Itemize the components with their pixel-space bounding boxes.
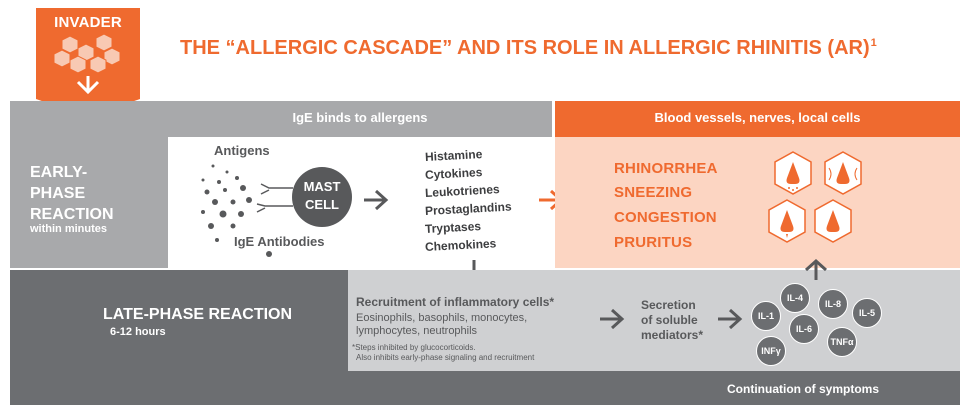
continuation-label: Continuation of symptoms [727, 382, 879, 396]
mediator-item: Cytokines [424, 165, 483, 182]
recruitment-title: Recruitment of inflammatory cells* [356, 295, 555, 309]
nose-symptom-icons [768, 151, 862, 243]
secretion-label: Secretion of soluble mediators* [641, 298, 704, 342]
symptoms-panel [555, 137, 960, 268]
interleukin-badge: IL-6 [789, 314, 819, 344]
mediator-item: Tryptases [424, 219, 482, 236]
invader-label: INVADER [54, 14, 122, 31]
invader-badge: INVADER [36, 8, 140, 99]
right-arrow-icon [364, 189, 389, 211]
ige-antibodies-label: IgE Antibodies [234, 234, 325, 249]
mediator-item: Histamine [424, 147, 483, 164]
interleukin-badge: IL-8 [818, 289, 848, 319]
mast-cell [292, 167, 352, 227]
early-phase-sub: within minutes [30, 223, 107, 235]
blood-vessels-header-text: Blood vessels, nerves, local cells [654, 110, 861, 125]
antigens-label: Antigens [214, 143, 270, 158]
late-phase-label: LATE-PHASE REACTION [103, 306, 293, 323]
up-arrow-icon [804, 258, 828, 280]
allergen-cluster-icon [53, 34, 121, 74]
symptom-item: CONGESTION [614, 209, 717, 226]
right-arrow-icon [718, 308, 743, 330]
footnote: *Steps inhibited by glucocorticoids. [352, 343, 476, 352]
symptom-item: PRURITUS [614, 234, 693, 251]
interleukin-badge: INFγ [756, 336, 786, 366]
antigen-dots [201, 164, 293, 257]
symptom-item: RHINORRHEA [614, 160, 718, 177]
page-title: THE “ALLERGIC CASCADE” AND ITS ROLE IN A… [180, 37, 877, 59]
early-phase-label: EARLY- PHASE REACTION [30, 164, 114, 223]
late-phase-sub: 6-12 hours [110, 326, 166, 338]
down-arrow-icon [76, 76, 100, 95]
interleukin-badge: IL-4 [780, 283, 810, 313]
recruitment-line: Eosinophils, basophils, monocytes, [356, 312, 528, 324]
mast-cell-label: MAST CELL [303, 179, 341, 212]
footnote: Also inhibits early-phase signaling and … [356, 353, 535, 362]
recruitment-line: lymphocytes, neutrophils [356, 325, 478, 337]
symptom-item: SNEEZING [614, 184, 693, 201]
interleukin-badge: IL-1 [751, 301, 781, 331]
blood-vessels-header [555, 101, 960, 137]
interleukin-badge: TNFα [827, 327, 857, 357]
ige-header: IgE binds to allergens [292, 110, 428, 125]
early-phase-panel [10, 101, 168, 268]
right-arrow-icon [600, 308, 625, 330]
interleukin-badge: IL-5 [852, 298, 882, 328]
